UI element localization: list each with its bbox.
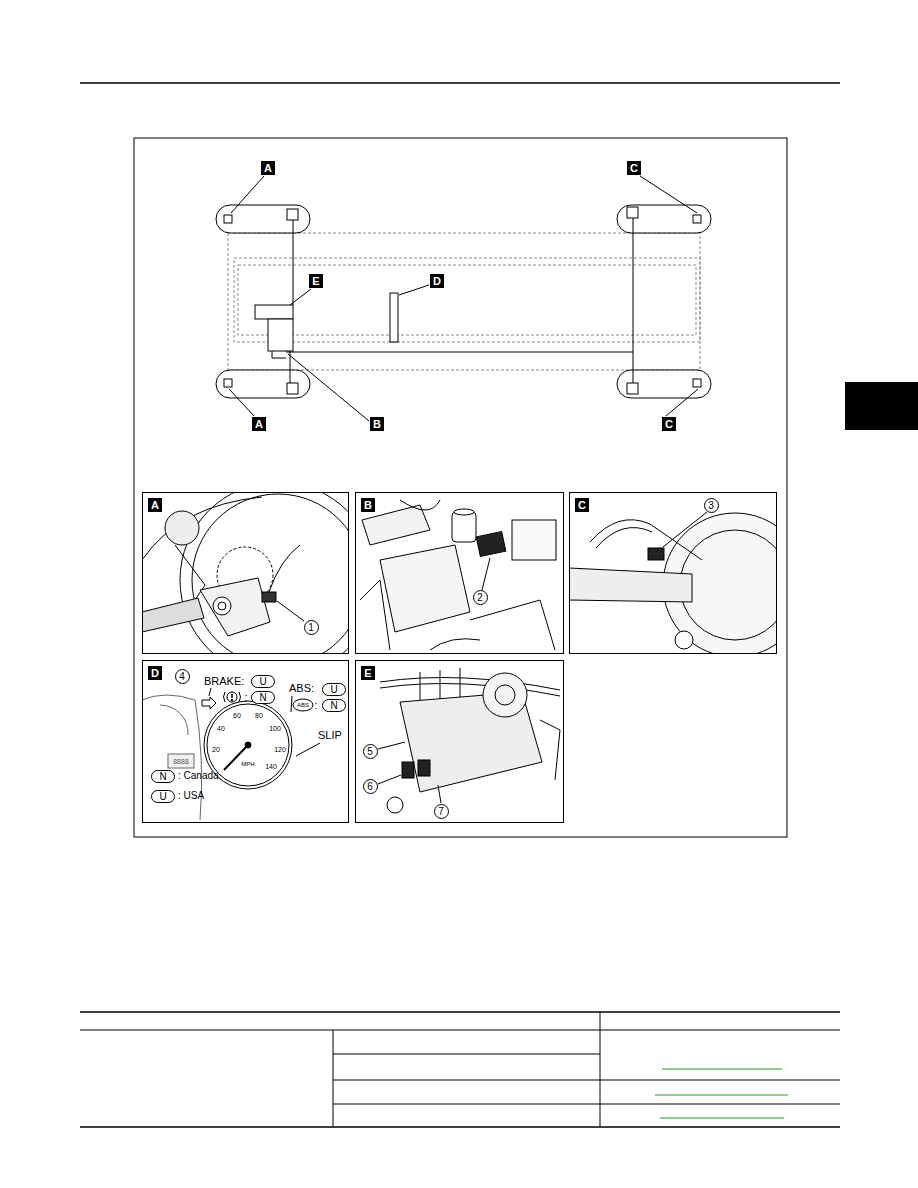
region-code: U — [151, 790, 175, 803]
meter-label: ABS: — [289, 682, 314, 694]
panel-letter: A — [148, 498, 162, 512]
reference-table — [80, 1012, 840, 1127]
panel-letter: C — [575, 498, 589, 512]
gauge-text: ABS — [297, 702, 309, 708]
gauge-text: : — [314, 700, 317, 711]
abs-actuator-illustration — [378, 668, 560, 813]
gauge-text: : — [244, 692, 247, 703]
callout-number: 7 — [434, 804, 449, 819]
letter-label: B — [370, 417, 384, 431]
meter-label: BRAKE: — [204, 675, 244, 687]
region-code: U — [251, 675, 275, 688]
gauge-text: 40 — [217, 725, 225, 732]
letter-label: D — [430, 274, 444, 288]
panel-letter: D — [148, 666, 162, 680]
gauge-text: 140 — [265, 763, 277, 770]
letter-label: E — [309, 274, 323, 288]
view-panel: C — [569, 492, 777, 654]
rear-wheel-illustration — [569, 512, 777, 654]
combination-meter-illustration — [142, 688, 320, 820]
region-code: N — [251, 691, 275, 704]
letter-label: C — [627, 161, 641, 175]
gauge-text: 120 — [274, 746, 286, 753]
callout-number: 3 — [704, 498, 719, 513]
letter-label: A — [261, 161, 275, 175]
view-panel: B — [355, 492, 564, 654]
callout-number: 4 — [175, 669, 190, 684]
section-tab — [845, 382, 918, 430]
callout-number: 5 — [363, 744, 378, 759]
region-code: N — [151, 770, 175, 783]
header-rule — [80, 82, 840, 84]
meter-label: SLIP — [318, 729, 342, 741]
region-code: N — [322, 699, 346, 712]
panel-letter: E — [361, 666, 375, 680]
gauge-text: 100 — [269, 725, 281, 732]
front-wheel-illustration — [142, 492, 349, 654]
letter-label: A — [252, 417, 266, 431]
figure-frame — [134, 138, 787, 837]
letter-label: C — [662, 417, 676, 431]
gauge-text: 20 — [212, 746, 220, 753]
gauge-text: MPH — [241, 761, 254, 767]
callout-number: 6 — [363, 779, 378, 794]
meter-label: : USA — [178, 790, 204, 801]
callout-number: 1 — [304, 620, 319, 635]
vehicle-schematic — [216, 176, 711, 421]
panel-letter: B — [361, 498, 375, 512]
meter-label: : Canada — [178, 770, 219, 781]
gauge-text: 8888 — [173, 758, 189, 765]
view-panel: E — [355, 660, 564, 823]
gauge-text: 60 — [233, 712, 241, 719]
callout-number: 2 — [473, 590, 488, 605]
gauge-text: 80 — [255, 712, 263, 719]
engine-room-illustration — [360, 500, 556, 650]
region-code: U — [322, 683, 346, 696]
